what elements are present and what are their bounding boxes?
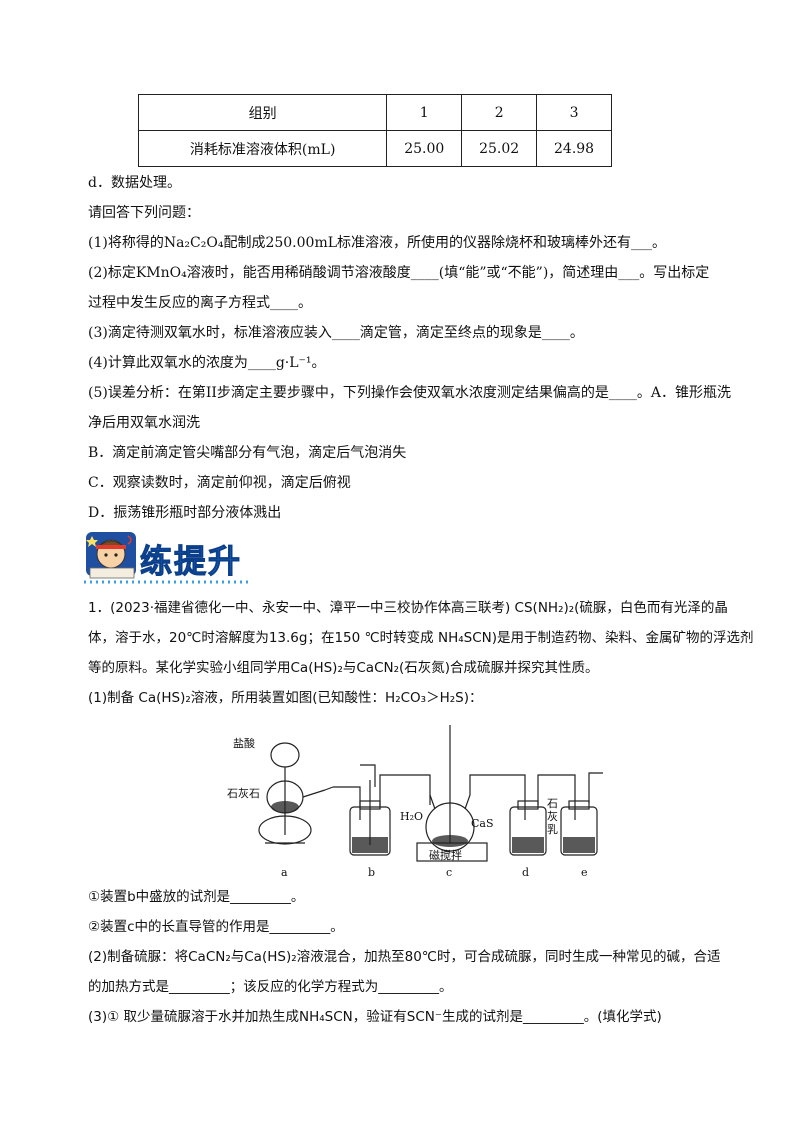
question-5: (5)误差分析：在第II步滴定主要步骤中，下列操作会使双氧水浓度测定结果偏高的是… [88, 385, 731, 401]
problem-1-part-2-cont: 的加热方式是_________；该反应的化学方程式为_________。 [88, 979, 453, 995]
question-2-cont: 过程中发生反应的离子方程式____。 [88, 295, 312, 311]
table-row: 消耗标准溶液体积(mL) 25.00 25.02 24.98 [137, 130, 612, 167]
table-cell: 25.00 [386, 130, 463, 167]
option-c: C．观察读数时，滴定前仰视，滴定后俯视 [88, 475, 351, 491]
problem-1-line-1: 1．(2023·福建省德化一中、永安一中、漳平一中三校协作体高三联考) CS(N… [88, 600, 728, 616]
option-b: B．滴定前滴定管尖嘴部分有气泡，滴定后气泡消失 [88, 445, 407, 461]
question-4: (4)计算此双氧水的浓度为____g·L⁻¹。 [88, 355, 326, 371]
banner-title: 练提升 [139, 542, 243, 581]
step-d: d．数据处理。 [88, 175, 181, 191]
problem-1-part-3: (3)① 取少量硫脲溶于水并加热生成NH₄SCN，验证有SCN⁻生成的试剂是__… [88, 1009, 662, 1025]
label-a: a [281, 866, 288, 879]
label-e: e [581, 866, 588, 879]
table-cell: 组别 [137, 94, 388, 131]
question-1: (1)将称得的Na₂C₂O₄配制成250.00mL标准溶液，所使用的仪器除烧杯和… [88, 235, 667, 251]
table-cell: 3 [536, 94, 612, 131]
problem-1-part-2: (2)制备硫脲：将CaCN₂与Ca(HS)₂溶液混合，加热至80℃时，可合成硫脲… [88, 949, 721, 965]
label-limestone: 石灰石 [227, 787, 260, 800]
label-water: H₂O [400, 810, 424, 823]
label-c: c [446, 866, 453, 879]
label-lime-char: 灰 [547, 810, 558, 823]
table-cell: 25.02 [461, 130, 538, 167]
question-2: (2)标定KMnO₄溶液时，能否用稀硝酸调节溶液酸度____(填“能”或“不能”… [88, 265, 710, 281]
question-3: (3)滴定待测双氧水时，标准溶液应装入____滴定管，滴定至终点的现象是____… [88, 325, 584, 341]
table-cell: 消耗标准溶液体积(mL) [137, 130, 388, 167]
option-d: D．振荡锥形瓶时部分液体溅出 [88, 505, 282, 521]
label-cas: CaS [471, 817, 494, 830]
table-cell: 24.98 [536, 130, 612, 167]
label-lime-milk: 石 灰 乳 [547, 797, 558, 836]
sub-question-2: ②装置c中的长直导管的作用是_________。 [88, 919, 344, 935]
section-banner: 练提升 [84, 530, 254, 588]
problem-1-line-3: 等的原料。某化学实验小组同学用Ca(HS)₂与CaCN₂(石灰氮)合成硫脲并探究… [88, 660, 599, 676]
question-5-cont: 净后用双氧水润洗 [88, 415, 200, 431]
table-header-row: 组别 1 2 3 [137, 94, 612, 131]
question-prompt: 请回答下列问题： [88, 205, 200, 221]
label-lime-char: 石 [547, 797, 558, 810]
titration-data-table: 组别 1 2 3 消耗标准溶液体积(mL) 25.00 25.02 24.98 [137, 94, 612, 167]
problem-1-line-2: 体，溶于水，20℃时溶解度为13.6g；在150 ℃时转变成 NH₄SCN)是用… [88, 630, 754, 646]
label-d: d [522, 866, 530, 879]
label-magnetic-stirrer: 磁搅拌 [429, 849, 462, 862]
table-cell: 1 [386, 94, 463, 131]
apparatus-figure: 盐酸 石灰石 H₂O CaS 磁搅拌 石 灰 乳 [225, 725, 605, 865]
apparatus-diagram-icon [258, 725, 603, 862]
table-cell: 2 [461, 94, 538, 131]
student-illustration-icon [84, 532, 249, 584]
problem-1-part-1: (1)制备 Ca(HS)₂溶液，所用装置如图(已知酸性：H₂CO₃＞H₂S)： [88, 690, 483, 706]
label-b: b [368, 866, 376, 879]
sub-question-1: ①装置b中盛放的试剂是_________。 [88, 889, 305, 905]
label-lime-char: 乳 [547, 823, 558, 836]
label-hydrochloric-acid: 盐酸 [233, 737, 255, 750]
